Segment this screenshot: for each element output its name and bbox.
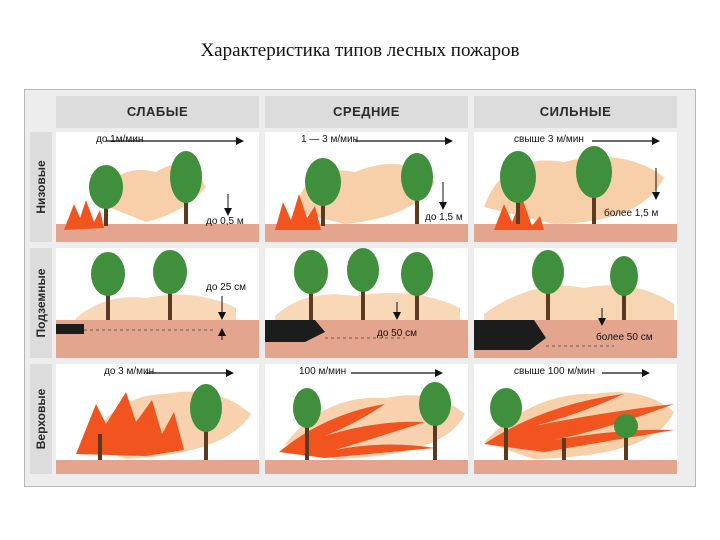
ground-strong-speed: свыше 3 м/мин bbox=[514, 134, 584, 145]
fire-types-poster: СЛАБЫЕ СРЕДНИЕ СИЛЬНЫЕ Низовые Подземные… bbox=[24, 89, 696, 487]
ground-weak-height: до 0,5 м bbox=[206, 216, 244, 227]
cell-underground-weak: до 25 см bbox=[56, 248, 259, 358]
underground-medium-illustration bbox=[265, 248, 468, 358]
row-header-underground: Подземные bbox=[30, 248, 52, 358]
crown-strong-illustration bbox=[474, 369, 677, 474]
cell-crown-weak: до 3 м/мин bbox=[56, 364, 259, 474]
column-header-medium: СРЕДНИЕ bbox=[265, 96, 468, 128]
cell-ground-medium: 1 — 3 м/мин до 1,5 м bbox=[265, 132, 468, 242]
underground-strong-depth: более 50 см bbox=[596, 332, 653, 343]
cell-underground-medium: до 50 см bbox=[265, 248, 468, 358]
underground-weak-depth: до 25 см bbox=[206, 282, 246, 293]
row-header-crown: Верховые bbox=[30, 364, 52, 474]
cell-crown-strong: свыше 100 м/мин bbox=[474, 364, 677, 474]
column-header-strong: СИЛЬНЫЕ bbox=[474, 96, 677, 128]
crown-weak-speed: до 3 м/мин bbox=[104, 366, 155, 377]
ground-strong-illustration bbox=[474, 137, 677, 242]
column-header-weak: СЛАБЫЕ bbox=[56, 96, 259, 128]
underground-strong-illustration bbox=[474, 250, 677, 358]
row-label-crown: Верховые bbox=[34, 388, 48, 450]
ground-weak-illustration bbox=[56, 137, 259, 242]
slide-title: Характеристика типов лесных пожаров bbox=[200, 40, 520, 61]
crown-weak-illustration bbox=[56, 369, 259, 474]
cell-ground-weak: до 1м/мин до 0,5 м bbox=[56, 132, 259, 242]
cell-ground-strong: свыше 3 м/мин более 1,5 м bbox=[474, 132, 677, 242]
underground-medium-depth: до 50 см bbox=[377, 328, 417, 339]
ground-medium-height: до 1,5 м bbox=[425, 212, 463, 223]
cell-crown-medium: 100 м/мин bbox=[265, 364, 468, 474]
row-label-ground: Низовые bbox=[34, 160, 48, 214]
ground-medium-speed: 1 — 3 м/мин bbox=[301, 134, 359, 145]
cell-underground-strong: более 50 см bbox=[474, 248, 677, 358]
crown-medium-speed: 100 м/мин bbox=[299, 366, 347, 377]
row-header-ground: Низовые bbox=[30, 132, 52, 242]
ground-strong-height: более 1,5 м bbox=[604, 208, 659, 219]
ground-medium-illustration bbox=[265, 137, 468, 242]
crown-medium-illustration bbox=[265, 369, 468, 474]
underground-weak-illustration bbox=[56, 250, 259, 358]
crown-strong-speed: свыше 100 м/мин bbox=[514, 366, 595, 377]
row-label-underground: Подземные bbox=[34, 268, 48, 338]
ground-weak-speed: до 1м/мин bbox=[96, 134, 144, 145]
